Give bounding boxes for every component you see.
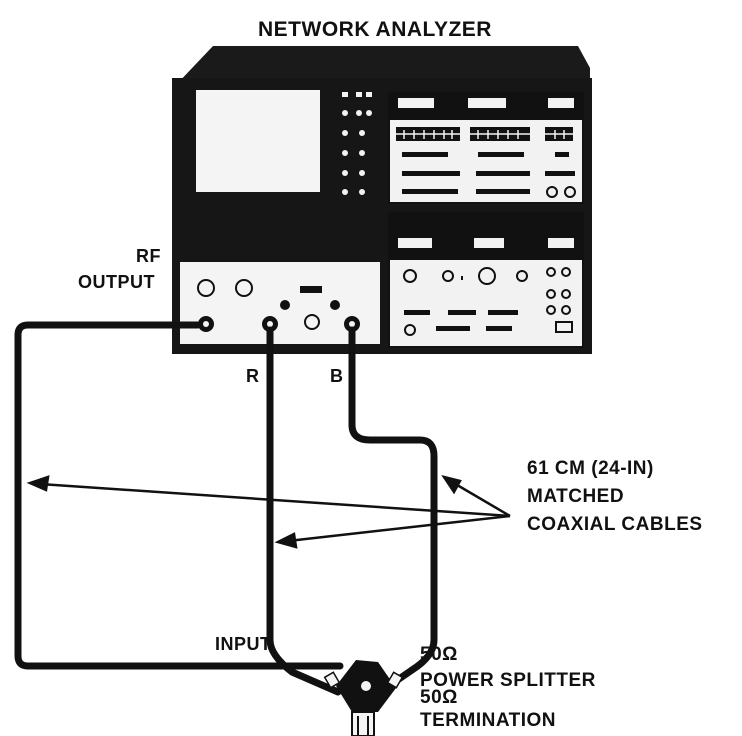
cables-label-line1: 61 CM (24-IN)	[527, 458, 654, 479]
input-label: INPUT	[215, 634, 272, 654]
termination	[351, 711, 375, 736]
analyzer-title: NETWORK ANALYZER	[258, 18, 492, 41]
rf-output-connector	[198, 316, 214, 332]
crt-screen	[196, 90, 320, 192]
port-r-cable	[266, 326, 342, 696]
rf-output-cable	[14, 321, 344, 670]
port-b-connector	[344, 316, 360, 332]
port-b-cable	[348, 326, 438, 696]
upper-plugin-panel	[388, 92, 584, 204]
cabinet-top-face	[175, 46, 590, 86]
termination-label-line2: TERMINATION	[420, 710, 557, 731]
cable-pointers	[26, 475, 511, 549]
termination-label-line1: 50Ω	[420, 687, 458, 708]
port-r-label: R	[246, 366, 260, 386]
connector-panel	[180, 262, 380, 344]
splitter-label-line1: 50Ω	[420, 644, 458, 665]
network-analyzer	[172, 46, 592, 354]
display-buttons	[342, 92, 372, 195]
cables-label-line3: COAXIAL CABLES	[527, 514, 703, 535]
rf-output-label-line1: RF	[136, 246, 161, 266]
splitter-label-line2: POWER SPLITTER	[420, 670, 596, 691]
lower-plugin-panel	[388, 212, 584, 348]
port-b-label: B	[330, 366, 344, 386]
power-splitter	[323, 660, 404, 712]
cables-label-line2: MATCHED	[527, 486, 625, 507]
coaxial-cables	[14, 321, 438, 696]
port-r-connector	[262, 316, 278, 332]
rf-output-label-line2: OUTPUT	[78, 272, 155, 292]
